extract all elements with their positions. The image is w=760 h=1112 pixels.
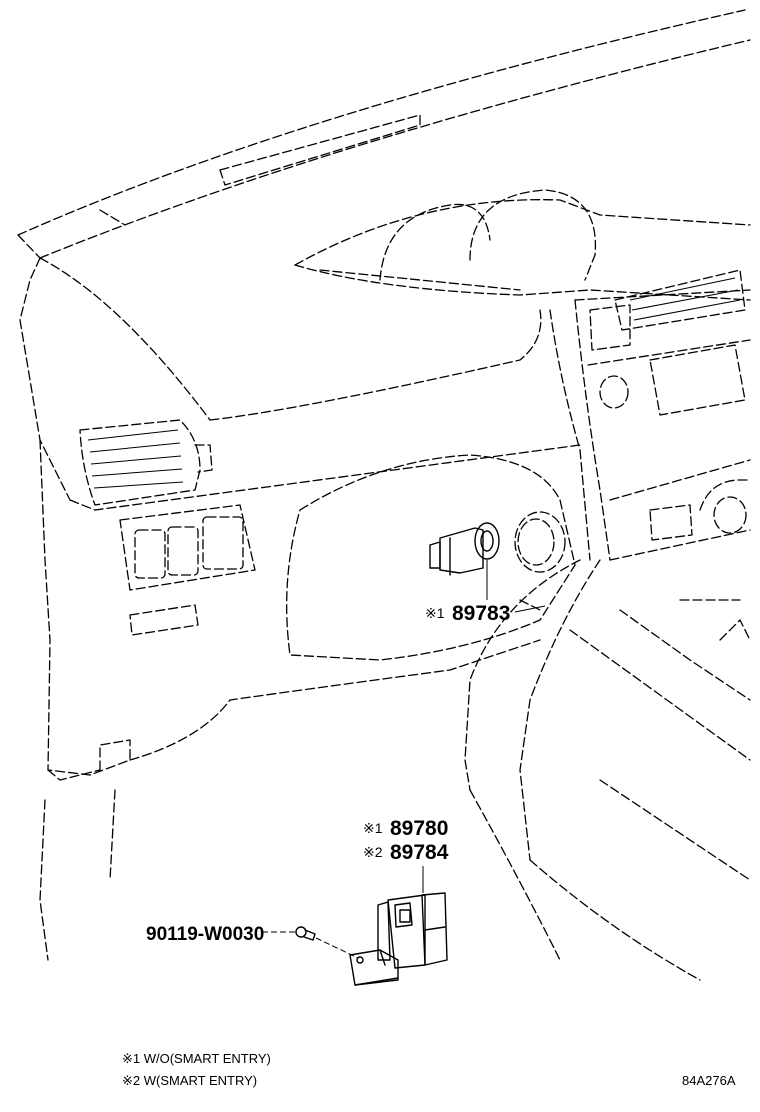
callout-89780[interactable]: ※1 89780 bbox=[363, 817, 448, 840]
callout-90119[interactable]: 90119-W0030 bbox=[146, 924, 264, 945]
callout-89784[interactable]: ※2 89784 bbox=[363, 841, 449, 864]
footnote-1: ※1 W/O(SMART ENTRY) bbox=[122, 1051, 271, 1066]
windshield-outline bbox=[17, 9, 751, 501]
floor-outline bbox=[469, 789, 701, 981]
leader-lines bbox=[262, 560, 546, 933]
part-89780-89784-ecu-bracket bbox=[349, 892, 448, 986]
footnote-2: ※2 W(SMART ENTRY) bbox=[122, 1073, 257, 1088]
part-90119-bolt bbox=[295, 926, 359, 959]
lower-left-dashboard bbox=[39, 439, 581, 961]
part-89783-sensor bbox=[429, 522, 500, 576]
part-number-89784[interactable]: 89784 bbox=[390, 841, 449, 864]
center-console bbox=[569, 269, 751, 881]
part-number-90119-w0030[interactable]: 90119-W0030 bbox=[146, 924, 264, 945]
instrument-cluster-hood bbox=[294, 189, 751, 301]
knee-panel bbox=[286, 454, 576, 661]
part-number-89783[interactable]: 89783 bbox=[452, 602, 510, 625]
diagram-id: 84A276A bbox=[682, 1073, 736, 1088]
left-switch-panel bbox=[119, 504, 256, 636]
callout-mark: ※1 bbox=[425, 605, 445, 621]
callout-mark: ※1 bbox=[363, 820, 383, 836]
left-air-vent bbox=[79, 419, 213, 506]
round-switch bbox=[514, 511, 566, 573]
steering-column-shroud bbox=[464, 299, 611, 861]
part-number-89780[interactable]: 89780 bbox=[390, 817, 448, 840]
callout-89783[interactable]: ※1 89783 bbox=[425, 602, 510, 625]
callout-mark: ※2 bbox=[363, 844, 383, 860]
